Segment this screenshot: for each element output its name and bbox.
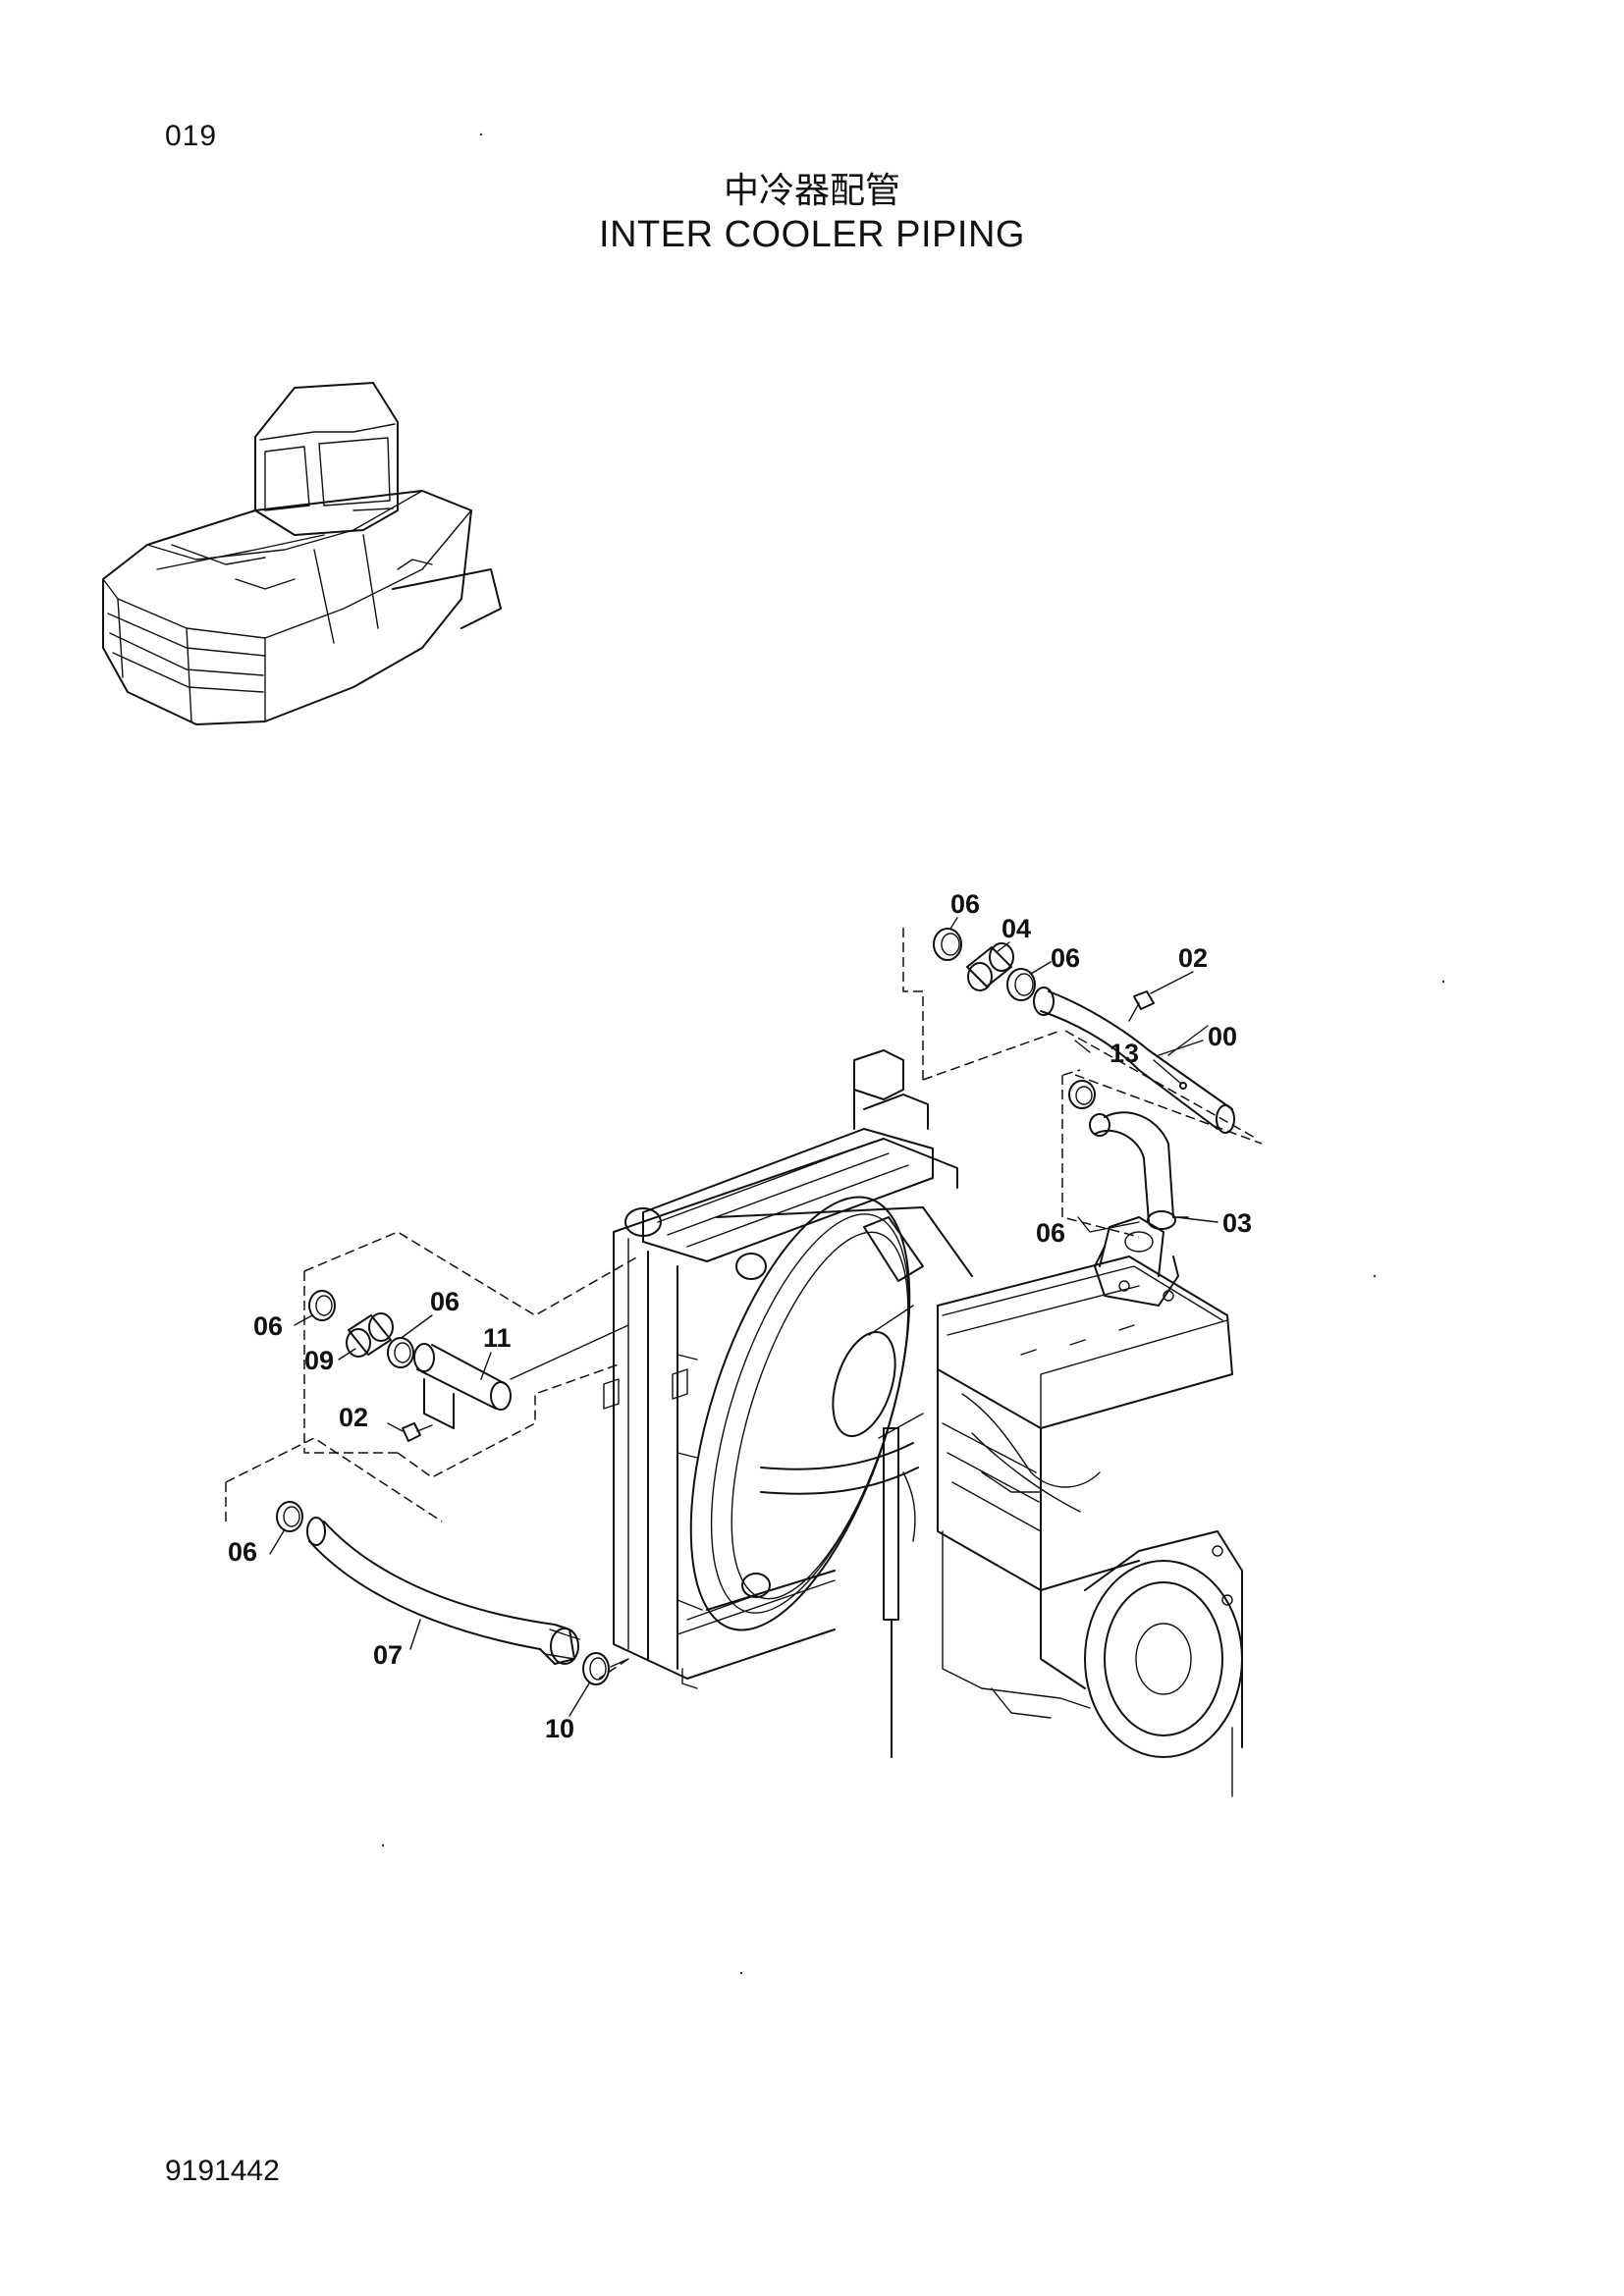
callout-label: 07 (373, 1640, 403, 1670)
page-title-chinese: 中冷器配管 (723, 171, 900, 211)
scan-specks (381, 133, 1445, 1975)
callout-label: 02 (339, 1403, 368, 1432)
callout-label: 00 (1208, 1022, 1237, 1051)
lower-hose-group (225, 1437, 629, 1685)
callout-label: 09 (304, 1346, 334, 1375)
callout-label: 06 (253, 1311, 283, 1341)
page-title-english: INTER COOLER PIPING (599, 214, 1025, 255)
callout-label: 06 (1051, 943, 1080, 973)
callout-label: 06 (430, 1287, 460, 1316)
document-code: 9191442 (165, 2155, 280, 2187)
callout-labels: 06 04 06 02 00 13 06 03 06 06 09 11 02 0… (228, 889, 1252, 1743)
page-number: 019 (165, 120, 218, 152)
callout-label: 11 (483, 1323, 512, 1353)
leader-lines (269, 917, 1218, 1717)
callout-label: 06 (228, 1537, 257, 1567)
fan-shroud (689, 1196, 973, 1631)
left-pipe-group (303, 1231, 639, 1478)
upper-pipe-group (902, 928, 1263, 1145)
callout-label: 04 (1001, 914, 1031, 943)
callout-label: 03 (1222, 1208, 1252, 1238)
engine-assembly (760, 1216, 1243, 1797)
callout-label: 06 (950, 889, 980, 919)
callout-label: 10 (545, 1714, 574, 1743)
excavator-thumbnail (102, 382, 502, 725)
radiator-intercooler-assembly (603, 1049, 958, 1689)
callout-label: 02 (1178, 943, 1208, 973)
callout-label: 06 (1036, 1218, 1065, 1248)
right-hose-group (1061, 1069, 1189, 1238)
callout-label: 13 (1110, 1039, 1139, 1068)
